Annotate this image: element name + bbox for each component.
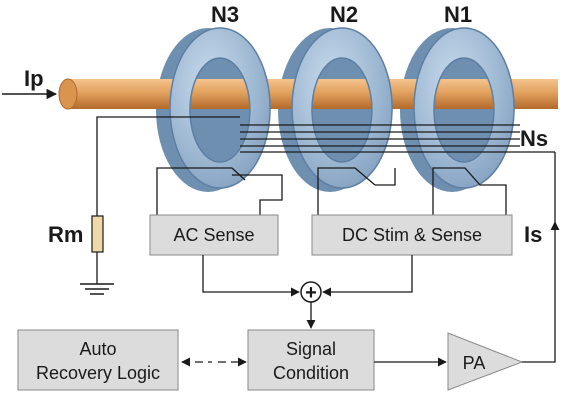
resistor-rm — [91, 215, 104, 284]
label-is: Is — [524, 222, 542, 247]
power-amp-label: PA — [463, 353, 486, 373]
toroid-n1 — [413, 27, 515, 189]
ground-symbol — [80, 283, 114, 295]
signal-condition-label-line1: Signal — [286, 339, 336, 359]
power-amp-block: PA — [447, 332, 524, 391]
label-rm: Rm — [48, 222, 83, 247]
summing-junction: + — [300, 281, 322, 304]
auto-recovery-block: Auto Recovery Logic — [17, 329, 179, 391]
auto-recovery-label-line1: Auto — [79, 339, 116, 359]
signal-wires — [181, 152, 560, 367]
signal-condition-block: Signal Condition — [247, 329, 375, 391]
summing-junction-symbol: + — [305, 282, 317, 304]
ac-sense-label: AC Sense — [173, 225, 254, 245]
signal-condition-label-line2: Condition — [273, 363, 349, 383]
toroid-n2 — [291, 27, 393, 189]
label-n1: N1 — [444, 2, 472, 27]
label-ns: Ns — [520, 126, 548, 151]
label-n3: N3 — [211, 2, 239, 27]
dc-stim-sense-label: DC Stim & Sense — [342, 225, 482, 245]
toroid-n3 — [169, 27, 271, 189]
dc-stim-sense-block: DC Stim & Sense — [311, 214, 513, 256]
auto-recovery-label-line2: Recovery Logic — [36, 363, 160, 383]
label-n2: N2 — [330, 2, 358, 27]
secondary-winding — [96, 116, 555, 216]
ac-sense-block: AC Sense — [149, 214, 279, 256]
sense-coil-leads — [156, 167, 507, 215]
label-ip: Ip — [24, 66, 44, 91]
